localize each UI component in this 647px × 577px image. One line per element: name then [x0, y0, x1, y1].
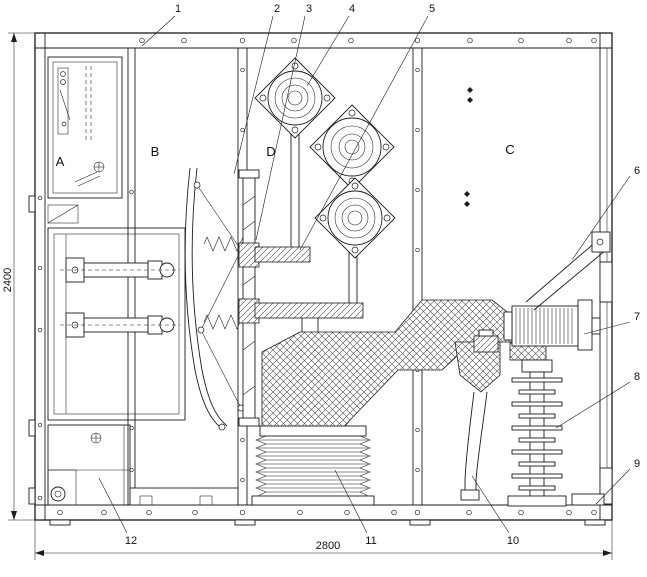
callout-12: 12	[98, 477, 137, 547]
bellows	[251, 425, 375, 506]
hinge	[28, 487, 36, 505]
callout-10: 10	[471, 475, 519, 547]
callout-3: 3	[255, 3, 312, 241]
callout-4: 4	[306, 3, 355, 87]
svg-text:10: 10	[507, 535, 519, 547]
vertical-insulator	[507, 359, 605, 507]
contact-box	[47, 227, 186, 421]
callout-7: 7	[583, 311, 640, 335]
callout-11: 11	[334, 469, 377, 547]
compartment-a-box: A	[47, 56, 123, 224]
bushing-1	[254, 57, 336, 139]
svg-text:3: 3	[306, 3, 312, 15]
callout-2: 2	[233, 3, 280, 175]
svg-text:1: 1	[175, 3, 181, 15]
svg-text:6: 6	[634, 165, 640, 177]
bushing-3	[314, 177, 396, 259]
horizontal-insulator	[503, 231, 613, 505]
width-dimension: 2800	[316, 540, 340, 552]
height-dimension: 2400	[2, 268, 14, 292]
callout-8: 8	[555, 371, 640, 429]
top-rail-bolts	[139, 37, 597, 44]
hinge	[28, 195, 36, 213]
contact-rod	[60, 257, 180, 283]
svg-text:2: 2	[274, 3, 280, 15]
compartment-a-label: A	[56, 154, 65, 169]
compartment-b-label: B	[151, 144, 160, 159]
cabinet-frame	[28, 32, 613, 526]
dimension-left: 2400	[2, 32, 35, 521]
cable-termination	[460, 329, 499, 501]
svg-text:8: 8	[634, 371, 640, 383]
svg-text:4: 4	[349, 3, 355, 15]
insulation-moulding	[261, 299, 547, 431]
callout-9: 9	[595, 458, 640, 505]
compartment-d-label: D	[266, 144, 275, 159]
svg-text:9: 9	[634, 458, 640, 470]
compartment-c-label: C	[505, 142, 514, 157]
callout-1: 1	[141, 3, 181, 47]
support-arm	[525, 239, 599, 303]
svg-text:5: 5	[429, 3, 435, 15]
callout-5: 5	[299, 3, 435, 251]
bushing-2	[309, 104, 395, 190]
contact-rod	[60, 312, 180, 338]
dimension-bottom: 2800	[34, 520, 613, 560]
base-units	[47, 424, 239, 506]
callout-6: 6	[571, 165, 640, 261]
bottom-rail-bolts	[57, 509, 597, 516]
hinge	[28, 419, 36, 437]
vent-marks	[464, 87, 473, 207]
contact-arm-lower	[254, 302, 364, 319]
divider-bolts	[37, 67, 420, 501]
svg-text:12: 12	[125, 535, 137, 547]
operating-mechanism	[184, 167, 260, 431]
contact-arm-upper	[254, 246, 311, 263]
svg-text:7: 7	[634, 311, 640, 323]
svg-text:11: 11	[365, 535, 376, 547]
corner-base-block	[571, 493, 605, 506]
